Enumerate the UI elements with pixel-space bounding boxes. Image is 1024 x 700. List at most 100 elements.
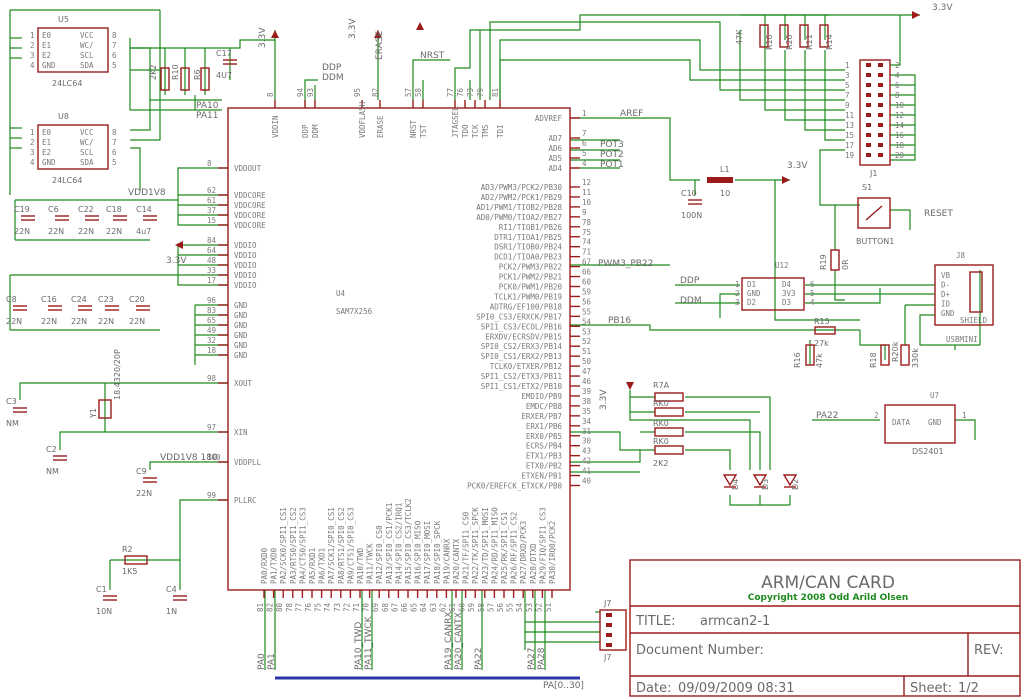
resistor-label: R18: [869, 352, 878, 368]
project-name: ARM/CAN CARD: [761, 573, 895, 593]
mcu-pin-left-num: 65: [207, 316, 216, 325]
mcu-pin-left: GND: [234, 331, 248, 340]
mcu-pin-left-num: 84: [207, 236, 217, 245]
jtag-pin-odd: 17: [845, 141, 854, 150]
document-number-label: Document Number:: [636, 643, 764, 658]
mcu-pin-right: SPI0_CS3/ERXCK/PB17: [476, 312, 562, 321]
net-vdd1v8-pll: VDD1V8 180: [160, 453, 218, 463]
cap-ref: C20: [129, 295, 145, 304]
mcu-pin-right: AD6: [548, 144, 562, 153]
can-ref: J7: [603, 653, 611, 662]
cap-value: 10N: [96, 607, 112, 616]
mcu-pin-bottom-num: 54: [515, 602, 524, 612]
resistor-label: R14: [825, 34, 834, 50]
mcu-pin-top: NRST: [409, 119, 418, 138]
mcu-pin-right-num: 47: [582, 367, 591, 376]
mcu-pin-right: PCK0/PWM1/PB20: [499, 283, 563, 292]
bus-tap-label: PA28: [537, 647, 547, 670]
mcu-pin-right-num: 59: [582, 287, 591, 296]
cap-value: 4U7: [216, 71, 232, 80]
mcu-pin-left-num: 99: [207, 491, 216, 500]
bus-tap-label: PA27: [527, 648, 537, 670]
cap-ref: C22: [78, 205, 94, 214]
mcu-pin-right-num: 11: [582, 188, 591, 197]
mcu-pin-top-num: 8: [266, 92, 275, 97]
resistor-label: 330k: [911, 348, 920, 368]
mcu-pin-right-num: 35: [582, 407, 591, 416]
eeprom-pin: E1: [42, 138, 51, 147]
mcu-pin-bottom: PA15/SPI0_CS3/TCLK2: [404, 498, 413, 584]
usb-pin: GND: [941, 309, 955, 318]
mcu-pin-bottom: PA8/RTS1/SPI0_CS2: [337, 507, 346, 584]
eeprom-pin-num: 6: [112, 51, 117, 60]
cap-value: 22N: [98, 317, 114, 326]
mcu-pin-left: GND: [234, 341, 248, 350]
mcu-pin-right: TCLK0/ETXER/PB12: [490, 362, 562, 371]
mcu-pin-top-num: 76: [456, 87, 465, 97]
mcu-pin-bottom-num: 77: [294, 603, 303, 612]
net-3v3: 3.3V: [599, 389, 609, 410]
jtag-pin-odd: 19: [845, 151, 854, 160]
cap-value: 22N: [136, 489, 152, 498]
mcu-pin-right: ERXDV/ECRSDV/PB15: [485, 332, 562, 341]
mcu-pin-top-num: 58: [414, 87, 423, 97]
mcu-pin-bottom: PA2/SCK0/SPI1_CS1: [279, 507, 288, 584]
eeprom-pin-num: 7: [112, 138, 117, 147]
resistor: [180, 67, 190, 91]
resistor-label: R6: [193, 69, 202, 80]
mcu-pin-left-num: 8: [207, 159, 212, 168]
mcu-pin-bottom: PA25/RK/SPI1_CS1: [500, 512, 509, 584]
mcu-pin-left-num: 100: [207, 453, 221, 462]
resistor-label: R10: [765, 34, 774, 50]
mcu-pin-bottom: PA19/CANRX: [442, 538, 451, 584]
jtag-pin-even: 4: [895, 71, 900, 80]
cap-ref: C17: [216, 49, 232, 58]
cap-ref: C14: [136, 205, 152, 214]
net-3v3: 3.3V: [166, 256, 187, 266]
mcu-pin-bottom-num: 63: [429, 603, 438, 612]
resistor-label: R11: [805, 34, 814, 50]
u12-pin-num: 5: [810, 289, 815, 298]
resistor-label: R2: [122, 545, 133, 554]
mcu-pin-left: XIN: [234, 428, 248, 437]
mcu-pin-top: TST: [419, 124, 428, 138]
resistor-label: RK0: [653, 419, 669, 428]
eeprom-pin: VCC: [80, 31, 94, 40]
mcu-pin-right: ERX1/PB6: [526, 422, 563, 431]
net-pot1: POT1: [600, 160, 624, 170]
net-vdd1v8: VDD1V8: [128, 188, 166, 198]
mcu-pin-left: VDDCORE: [234, 191, 266, 200]
mcu-pin-right-num: 78: [582, 218, 592, 227]
mcu-pin-left: VDDIO: [234, 261, 257, 270]
mcu-pin-right-num: 43: [582, 447, 591, 456]
resistor-label: 47k: [815, 353, 824, 368]
mcu-pin-left-num: 37: [207, 206, 216, 215]
eeprom-pin-num: 5: [112, 61, 117, 70]
mcu-pin-bottom-num: 51: [544, 603, 553, 612]
mcu-pin-right: ETXEN/PB1: [521, 472, 562, 481]
mcu-pin-bottom-num: 73: [333, 603, 342, 612]
mcu-pin-right: SPI0_CS1/ERX2/PB13: [481, 352, 562, 361]
eeprom-pin: E0: [42, 31, 52, 40]
mcu-pin-right-num: 50: [582, 357, 592, 366]
cap-ref: C6: [48, 205, 59, 214]
usb-shield: SHIELD: [960, 316, 988, 325]
u12-pin: D2: [747, 298, 756, 307]
led-indicator: D2: [782, 474, 800, 490]
mcu-pin-right-num: 10: [582, 198, 592, 207]
wiring: [9, 9, 981, 670]
mcu-pin-left: VDDIO: [234, 241, 257, 250]
net-3v3: 3.3V: [787, 161, 808, 171]
jtag-ref: J1: [869, 169, 877, 178]
resistor-r18: [880, 344, 890, 366]
mcu-pin-right: ETX1/PB3: [526, 452, 562, 461]
u12-pin-num: 4: [810, 298, 815, 307]
mcu-pin-right-num: 42: [582, 457, 591, 466]
mcu-pin-bottom-num: 64: [419, 602, 428, 612]
copyright-text: Copyright 2008 Odd Arild Olsen: [748, 593, 909, 603]
